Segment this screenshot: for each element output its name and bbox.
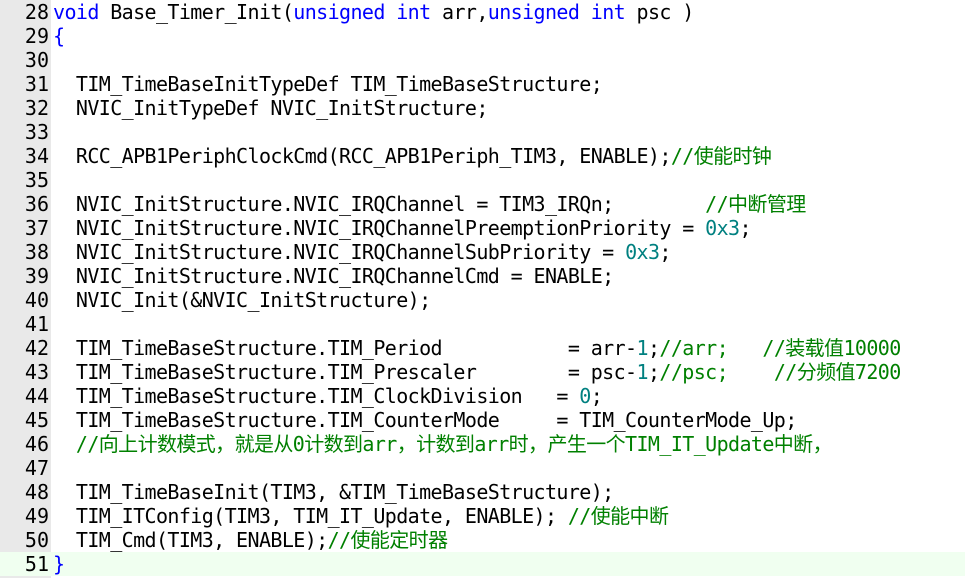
- code-token: TIM_Cmd(TIM3, ENABLE);: [53, 528, 328, 552]
- code-token: TIM_TimeBaseInitTypeDef TIM_TimeBaseStru…: [53, 72, 603, 96]
- line-number: 40: [24, 288, 49, 312]
- line-number: 43: [24, 360, 49, 384]
- number-token: 1: [636, 360, 649, 384]
- code-text: RCC_APB1PeriphClockCmd(RCC_APB1Periph_TI…: [53, 144, 772, 168]
- comment-token: //向上计数模式，就是从0计数到arr，计数到arr时，产生一个TIM_IT_U…: [53, 432, 833, 456]
- code-token: NVIC_InitTypeDef NVIC_InitStructure;: [53, 96, 488, 120]
- comment-token: //中断管理: [705, 192, 806, 216]
- line-number: 32: [24, 96, 49, 120]
- line-number: 44: [24, 384, 49, 408]
- code-token: NVIC_Init(&NVIC_InitStructure);: [53, 288, 431, 312]
- line-number: 31: [24, 72, 49, 96]
- line-number: 48: [24, 480, 49, 504]
- line-number: 37: [24, 216, 49, 240]
- comment-token: //psc; //分频值7200: [659, 360, 901, 384]
- code-text: TIM_TimeBaseStructure.TIM_Period = arr-1…: [53, 336, 901, 360]
- number-token: 0x3: [705, 216, 740, 240]
- line-number: 36: [24, 192, 49, 216]
- code-text: TIM_ITConfig(TIM3, TIM_IT_Update, ENABLE…: [53, 504, 669, 528]
- code-line[interactable]: 51}: [0, 552, 965, 576]
- brace-token: {: [53, 24, 65, 48]
- line-number: 30: [24, 48, 49, 72]
- code-token: TIM_TimeBaseInit(TIM3, &TIM_TimeBaseStru…: [53, 480, 614, 504]
- code-token: NVIC_InitStructure.NVIC_IRQChannelCmd = …: [53, 264, 614, 288]
- line-number: 41: [24, 312, 49, 336]
- code-token: TIM_ITConfig(TIM3, TIM_IT_Update, ENABLE…: [53, 504, 568, 528]
- line-number-gutter: [0, 0, 51, 578]
- code-token: TIM_TimeBaseStructure.TIM_CounterMode = …: [53, 408, 797, 432]
- code-text: //向上计数模式，就是从0计数到arr，计数到arr时，产生一个TIM_IT_U…: [53, 432, 833, 456]
- code-text: void Base_Timer_Init(unsigned int arr,un…: [53, 0, 694, 24]
- code-token: TIM_TimeBaseStructure.TIM_Prescaler = ps…: [53, 360, 637, 384]
- line-number: 34: [24, 144, 49, 168]
- line-number: 29: [24, 24, 49, 48]
- code-token: ;: [590, 384, 603, 408]
- comment-token: //使能时钟: [670, 144, 772, 168]
- code-token: arr,: [430, 0, 488, 24]
- code-token: TIM_TimeBaseStructure.TIM_Period = arr-: [53, 336, 637, 360]
- code-token: TIM_TimeBaseStructure.TIM_ClockDivision …: [53, 384, 580, 408]
- code-text: NVIC_InitTypeDef NVIC_InitStructure;: [53, 96, 488, 120]
- code-token: RCC_APB1PeriphClockCmd(RCC_APB1Periph_TI…: [53, 144, 672, 168]
- code-token: ;: [647, 360, 660, 384]
- keyword-token: unsigned int: [293, 0, 431, 24]
- code-text: TIM_TimeBaseInitTypeDef TIM_TimeBaseStru…: [53, 72, 603, 96]
- code-text: NVIC_Init(&NVIC_InitStructure);: [53, 288, 431, 312]
- code-token: ;: [739, 216, 751, 240]
- code-text: NVIC_InitStructure.NVIC_IRQChannelSubPri…: [53, 240, 672, 264]
- line-number: 46: [24, 432, 49, 456]
- line-number: 50: [24, 528, 49, 552]
- number-token: 1: [636, 336, 649, 360]
- comment-token: //arr; //装载值10000: [659, 336, 901, 360]
- code-text: NVIC_InitStructure.NVIC_IRQChannel = TIM…: [53, 192, 806, 216]
- comment-token: //使能中断: [567, 504, 669, 528]
- code-text: NVIC_InitStructure.NVIC_IRQChannelCmd = …: [53, 264, 614, 288]
- line-number: 45: [24, 408, 49, 432]
- line-number: 35: [24, 168, 49, 192]
- number-token: 0x3: [625, 240, 660, 264]
- line-number: 49: [24, 504, 49, 528]
- keyword-token: void: [53, 0, 99, 24]
- code-text: TIM_TimeBaseInit(TIM3, &TIM_TimeBaseStru…: [53, 480, 614, 504]
- line-number: 51: [24, 552, 49, 576]
- line-number: 39: [24, 264, 49, 288]
- code-token: Base_Timer_Init(: [98, 0, 294, 24]
- line-number: 47: [24, 456, 49, 480]
- code-token: NVIC_InitStructure.NVIC_IRQChannelPreemp…: [53, 216, 706, 240]
- line-number: 33: [24, 120, 49, 144]
- code-text: TIM_Cmd(TIM3, ENABLE);//使能定时器: [53, 528, 448, 552]
- code-text: TIM_TimeBaseStructure.TIM_CounterMode = …: [53, 408, 797, 432]
- code-text: }: [53, 552, 65, 576]
- code-token: psc ): [625, 0, 695, 24]
- line-number: 38: [24, 240, 49, 264]
- code-text: NVIC_InitStructure.NVIC_IRQChannelPreemp…: [53, 216, 752, 240]
- brace-token: }: [53, 552, 65, 576]
- number-token: 0: [579, 384, 591, 408]
- code-text: {: [53, 24, 65, 48]
- line-number: 42: [24, 336, 49, 360]
- code-token: ;: [659, 240, 671, 264]
- line-number: 28: [24, 0, 49, 24]
- code-token: ;: [647, 336, 660, 360]
- comment-token: //使能定时器: [327, 528, 448, 552]
- code-token: NVIC_InitStructure.NVIC_IRQChannelSubPri…: [53, 240, 626, 264]
- code-text: TIM_TimeBaseStructure.TIM_Prescaler = ps…: [53, 360, 901, 384]
- keyword-token: unsigned int: [487, 0, 626, 24]
- code-text: TIM_TimeBaseStructure.TIM_ClockDivision …: [53, 384, 603, 408]
- code-token: NVIC_InitStructure.NVIC_IRQChannel = TIM…: [53, 192, 706, 216]
